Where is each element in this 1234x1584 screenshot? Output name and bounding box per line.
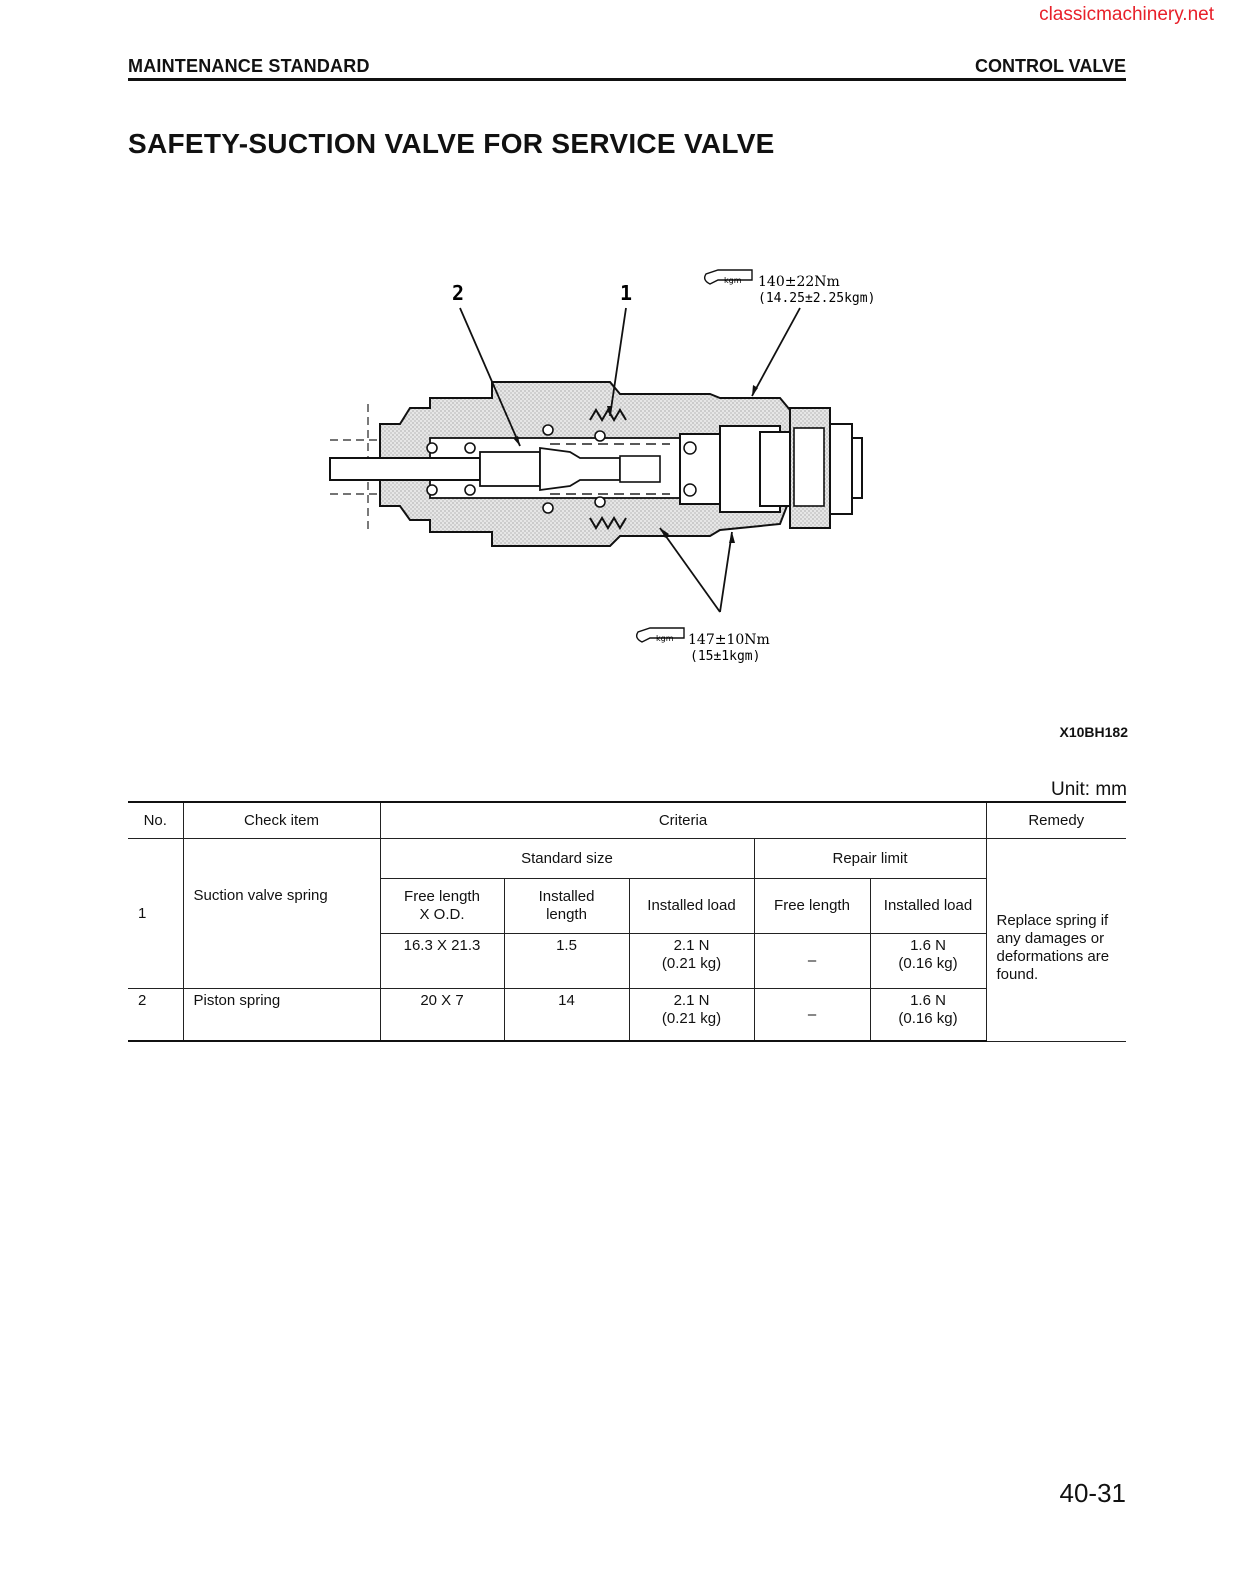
row-1-free-length-od: 16.3 X 21.3 xyxy=(379,932,505,989)
wrench-icon xyxy=(703,269,753,285)
valve-stem xyxy=(329,457,481,481)
row-1-installed-length: 1.5 xyxy=(503,932,630,989)
row-2-installed-load: 2.1 N (0.21 kg) xyxy=(628,987,755,1042)
torque-top-kgm: (14.25±2.25kgm) xyxy=(758,291,875,306)
header-check-item: Check item xyxy=(182,801,381,839)
watermark: classicmachinery.net xyxy=(1039,4,1214,25)
callout-1: 1 xyxy=(620,281,632,305)
leader-lines xyxy=(459,307,801,613)
torque-top-nm: 140±22Nm xyxy=(758,274,840,290)
callout-2: 2 xyxy=(452,281,464,305)
torque-icon-label-top: kgm xyxy=(724,276,742,285)
header-section-title: MAINTENANCE STANDARD xyxy=(128,56,370,76)
row-2-no: 2 xyxy=(128,987,184,1042)
unit-label: Unit: mm xyxy=(1051,779,1127,800)
page-title: SAFETY-SUCTION VALVE FOR SERVICE VALVE xyxy=(128,128,775,159)
maintenance-standard-table: No. Check item Criteria Remedy 1 Suction… xyxy=(128,801,1126,1042)
torque-icon-label-bottom: kgm xyxy=(656,634,674,643)
remedy-text: Replace spring if any damages or deforma… xyxy=(985,837,1126,1042)
figure-code: X10BH182 xyxy=(1059,724,1129,740)
subheader-installed-length: Installed length xyxy=(503,877,630,934)
row-1-limit-installed-load: 1.6 N (0.16 kg) xyxy=(869,932,987,989)
row-1-limit-free-length: – xyxy=(753,932,871,989)
torque-bottom-nm: 147±10Nm xyxy=(688,632,770,648)
page-number: 40-31 xyxy=(1059,1478,1127,1508)
valve-cross-section-diagram: 2 1 kgm 140±22Nm (14.25±2.25kgm) kgm 147… xyxy=(329,269,875,664)
subheader-limit-free-length: Free length xyxy=(753,877,871,934)
row-2-installed-length: 14 xyxy=(503,987,630,1042)
row-2-free-length-od: 20 X 7 xyxy=(379,987,505,1042)
row-1-no: 1 xyxy=(128,837,184,989)
subheader-limit-installed-load: Installed load xyxy=(869,877,987,934)
row-2-limit-installed-load: 1.6 N (0.16 kg) xyxy=(869,987,987,1042)
row-2-item: Piston spring xyxy=(182,987,381,1042)
wrench-icon xyxy=(635,627,685,643)
remedy-value: Replace spring if any damages or deforma… xyxy=(996,912,1110,983)
header-criteria: Criteria xyxy=(379,801,987,839)
subheader-installed-load: Installed load xyxy=(628,877,755,934)
subheader-repair-limit: Repair limit xyxy=(753,837,987,879)
subheader-free-length-od: Free length X O.D. xyxy=(379,877,505,934)
header-remedy: Remedy xyxy=(985,801,1126,839)
row-1-item: Suction valve spring xyxy=(182,837,381,989)
header-chapter-title: CONTROL VALVE xyxy=(974,56,1126,76)
header-rule xyxy=(128,78,1126,81)
springs xyxy=(589,408,627,530)
row-1-installed-load: 2.1 N (0.21 kg) xyxy=(628,932,755,989)
header-no: No. xyxy=(128,801,184,839)
subheader-standard-size: Standard size xyxy=(379,837,755,879)
torque-bottom-kgm: (15±1kgm) xyxy=(690,649,760,664)
row-2-limit-free-length: – xyxy=(753,987,871,1042)
